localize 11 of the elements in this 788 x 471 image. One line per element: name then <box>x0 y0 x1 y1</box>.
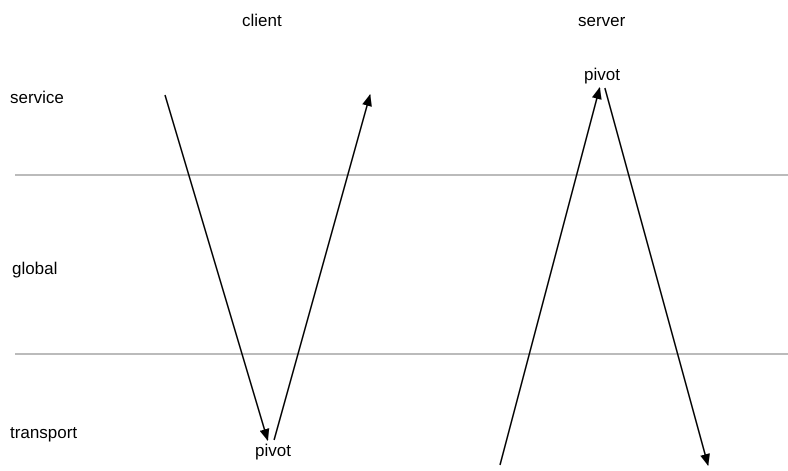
layer-label: global <box>12 258 58 280</box>
arrow <box>164 94 270 441</box>
pivot-label: pivot <box>578 64 626 88</box>
pivot-label: pivot <box>246 440 300 464</box>
column-heading: server <box>578 10 626 32</box>
layer-label: transport <box>10 422 78 444</box>
column-heading: client <box>242 10 282 32</box>
arrow <box>499 87 602 466</box>
layer-label: service <box>10 87 64 109</box>
arrow <box>604 88 710 466</box>
arrow <box>273 94 372 440</box>
